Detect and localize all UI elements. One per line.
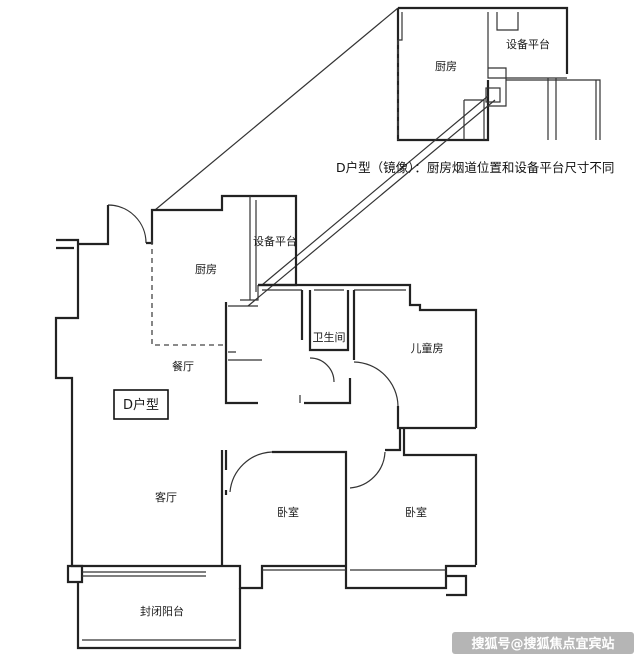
room-label-balcony: 封闭阳台 (140, 604, 184, 618)
room-label-kitchen: 厨房 (195, 263, 217, 276)
unit-tag-text: D户型 (123, 397, 159, 413)
mirror-note: D户型（镜像）：厨房烟道位置和设备平台尺寸不同 (336, 160, 614, 175)
room-label-kids: 儿童房 (411, 341, 444, 355)
main-walls (54, 194, 478, 650)
inset-detail (396, 6, 601, 142)
inset-label-kitchen: 厨房 (435, 60, 457, 73)
room-labels: 厨房 设备平台 餐厅 卫生间 儿童房 客厅 卧室 卧室 封闭阳台 厨房 设备平台 (140, 37, 550, 618)
inset-label-equipment: 设备平台 (506, 37, 550, 51)
room-label-bedroom-left: 卧室 (277, 505, 299, 519)
room-label-bathroom: 卫生间 (313, 330, 346, 344)
leader-line (247, 99, 496, 307)
unit-tag: D户型 (113, 389, 169, 420)
watermark: 搜狐号@搜狐焦点宜宾站 (452, 632, 634, 654)
room-label-dining: 餐厅 (172, 359, 194, 373)
leader-line (261, 95, 489, 286)
room-label-bedroom-right: 卧室 (405, 505, 427, 519)
room-label-living: 客厅 (155, 490, 177, 504)
watermark-text: 搜狐号@搜狐焦点宜宾站 (471, 636, 614, 652)
room-label-equipment: 设备平台 (253, 234, 297, 248)
leader-line (154, 7, 399, 211)
